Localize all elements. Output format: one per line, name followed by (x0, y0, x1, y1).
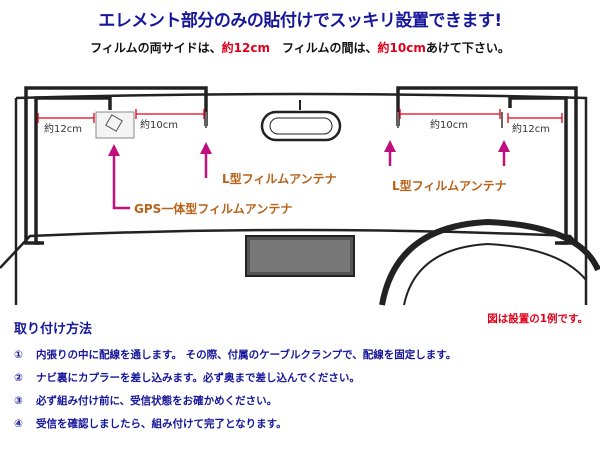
label-left-l-antenna: L型フィルムアンテナ (222, 171, 337, 186)
step-number: ① (14, 349, 23, 361)
example-note: 図は設置の1例です。 (487, 313, 588, 325)
spacing-text-2: フィルムの間は、 (269, 41, 378, 55)
left-gps-antenna-wire (34, 96, 112, 245)
rear-view-mirror (260, 110, 342, 142)
instruction-step: ③ 必ず組み付け前に、受信状態をお確かめください。 (14, 390, 594, 413)
spacing-text-1: フィルムの両サイドは、 (90, 41, 222, 55)
mirror-inner (269, 117, 333, 135)
arrow-right-antenna-a (384, 140, 396, 166)
spacing-instruction: フィルムの両サイドは、約12cm フィルムの間は、約10cmあけて下さい。 (0, 39, 600, 56)
step-number: ④ (14, 418, 23, 430)
gap-spacing-value: 約10cm (377, 41, 426, 55)
navigation-screen (250, 240, 350, 272)
dimension-label-right-outer: 約12cm (512, 122, 550, 135)
instruction-step: ④ 受信を確認しましたら、組み付けて完了となります。 (14, 413, 594, 436)
arrow-right-antenna-b (498, 140, 510, 166)
left-l-antenna-wire (24, 86, 208, 245)
arrow-gps-antenna (108, 144, 130, 210)
step-number: ② (14, 372, 23, 384)
headline: エレメント部分のみの貼付けでスッキリ設置できます! (98, 11, 502, 31)
side-spacing-value: 約12cm (221, 41, 270, 55)
steering-wheel (379, 218, 600, 306)
dimension-left-inner (135, 109, 205, 119)
installation-instructions: 取り付け方法 ① 内張りの中に配線を通します。 その際、付属のケーブルクランプで、… (14, 318, 594, 436)
dashboard-outline (0, 228, 600, 269)
instruction-step: ② ナビ裏にカプラーを差し込みます。必ず奥まで差し込んでください。 (14, 367, 594, 390)
dimension-right-inner (399, 109, 501, 119)
dimension-label-right-inner: 約10cm (430, 118, 468, 131)
step-text: ナビ裏にカプラーを差し込みます。必ず奥まで差し込んでください。 (36, 372, 360, 384)
label-gps-antenna: GPS一体型フィルムアンテナ (134, 201, 292, 216)
instructions-title: 取り付け方法 (14, 322, 93, 337)
label-right-l-antenna: L型フィルムアンテナ (392, 178, 507, 193)
step-text: 必ず組み付け前に、受信状態をお確かめください。 (36, 395, 278, 407)
gps-module (95, 111, 135, 139)
step-number: ③ (14, 395, 23, 407)
steering-wheel-inner (403, 242, 587, 306)
arrow-left-l-antenna (200, 142, 212, 178)
gps-module-chip (105, 114, 123, 132)
step-text: 内張りの中に配線を通します。 その際、付属のケーブルクランプで、配線を固定します… (36, 349, 457, 361)
dimension-label-left-outer: 約12cm (44, 122, 82, 135)
right-l-antenna-wire (396, 86, 578, 245)
dimension-right-outer (507, 113, 563, 123)
spacing-text-3: あけて下さい。 (425, 41, 510, 55)
step-text: 受信を確認しましたら、組み付けて完了となります。 (36, 418, 287, 430)
instruction-step: ① 内張りの中に配線を通します。 その際、付属のケーブルクランプで、配線を固定しま… (14, 344, 594, 367)
dimension-label-left-inner: 約10cm (140, 118, 178, 131)
dimension-left-outer (37, 113, 95, 123)
right-inner-antenna-wire (508, 96, 568, 245)
